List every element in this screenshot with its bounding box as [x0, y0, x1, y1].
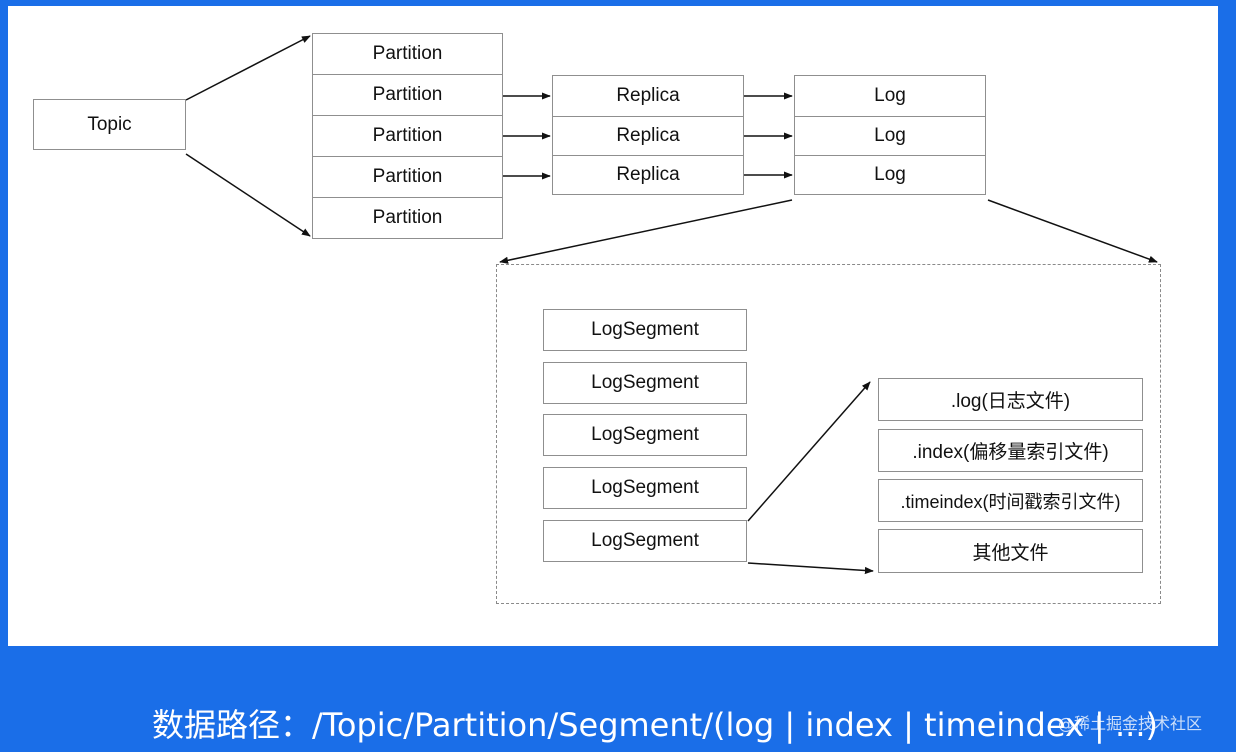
replica-box-2: Replica — [552, 116, 744, 156]
replica-label: Replica — [616, 85, 680, 106]
partition-label: Partition — [372, 166, 443, 187]
log-segment-box-1: LogSegment — [543, 309, 747, 351]
arrow-segment-to-other-files — [747, 562, 874, 575]
replica-label: Replica — [616, 164, 680, 185]
log-box-2: Log — [794, 116, 986, 156]
log-segment-label: LogSegment — [591, 477, 699, 498]
file-label-other: 其他文件 — [972, 542, 1049, 564]
arrow-topic-to-first-partition — [185, 35, 311, 101]
topic-label: Topic — [87, 113, 132, 135]
log-segment-box-5: LogSegment — [543, 520, 747, 562]
log-segment-box-3: LogSegment — [543, 414, 747, 456]
log-box-3: Log — [794, 155, 986, 195]
replica-label: Replica — [616, 125, 680, 146]
file-box-other: 其他文件 — [878, 529, 1143, 573]
file-box-index: .index(偏移量索引文件) — [878, 429, 1143, 472]
partition-box-2: Partition — [312, 74, 503, 116]
log-label: Log — [874, 85, 906, 106]
log-detail-dashed-box — [496, 264, 1161, 604]
arrow-topic-to-last-partition — [185, 153, 311, 237]
partition-box-5: Partition — [312, 197, 503, 239]
log-label: Log — [874, 164, 906, 185]
watermark: @稀土掘金技术社区 — [1058, 714, 1203, 733]
data-path-caption: 数据路径：/Topic/Partition/Segment/(log | ind… — [152, 706, 1159, 744]
log-segment-label: LogSegment — [591, 319, 699, 340]
log-label: Log — [874, 125, 906, 146]
replica-box-3: Replica — [552, 155, 744, 195]
log-segment-label: LogSegment — [591, 530, 699, 551]
log-segment-box-2: LogSegment — [543, 362, 747, 404]
partition-box-1: Partition — [312, 33, 503, 75]
partition-label: Partition — [372, 125, 443, 146]
partition-box-3: Partition — [312, 115, 503, 157]
topic-box: Topic — [33, 99, 186, 150]
arrow-log-to-detail-right — [987, 199, 1158, 263]
arrow-segment-to-log-file — [747, 381, 871, 522]
log-segment-box-4: LogSegment — [543, 467, 747, 509]
partition-box-4: Partition — [312, 156, 503, 198]
arrow-log-to-detail-left — [499, 199, 793, 264]
file-label-timeindex: .timeindex(时间戳索引文件) — [900, 491, 1121, 512]
log-segment-label: LogSegment — [591, 372, 699, 393]
log-box-1: Log — [794, 75, 986, 117]
file-box-timeindex: .timeindex(时间戳索引文件) — [878, 479, 1143, 522]
partition-label: Partition — [372, 84, 443, 105]
partition-label: Partition — [372, 207, 443, 228]
file-label-log: .log(日志文件) — [950, 391, 1071, 412]
partition-label: Partition — [372, 43, 443, 64]
log-segment-label: LogSegment — [591, 424, 699, 445]
replica-box-1: Replica — [552, 75, 744, 117]
file-box-log: .log(日志文件) — [878, 378, 1143, 421]
file-label-index: .index(偏移量索引文件) — [912, 442, 1109, 463]
